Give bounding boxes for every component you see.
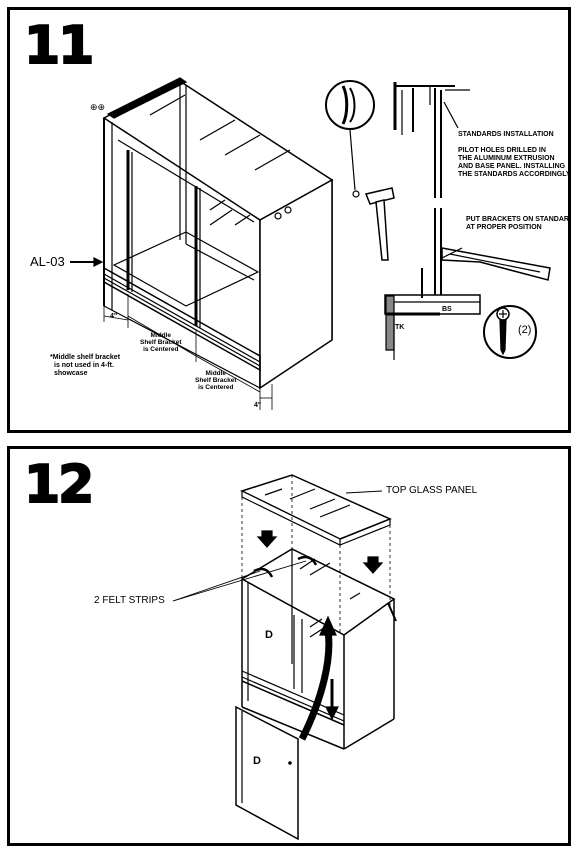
felt-strips-label: 2 FELT STRIPS: [94, 595, 165, 606]
standards-title: STANDARDS INSTALLATION: [458, 131, 554, 138]
dimension-right-label: 4": [254, 402, 262, 409]
middle-bracket-note-1: Middle Shelf Bracket is Centered: [140, 332, 182, 353]
middle-bracket-note-2: Middle Shelf Bracket is Centered: [195, 370, 237, 391]
footnote: *Middle shelf bracket is not used in 4-f…: [50, 354, 121, 377]
hammer-icon: [364, 187, 395, 261]
al03-label: AL-03: [30, 254, 65, 269]
brackets-note: PUT BRACKETS ON STANDARI AT PROPER POSIT…: [466, 216, 571, 231]
cabinet: [240, 548, 397, 750]
step-11-number: 11: [23, 16, 95, 76]
standards-note: PILOT HOLES DRILLED IN THE ALUMINUM EXTR…: [458, 147, 571, 178]
top-glass-panel: [239, 474, 392, 635]
door-letter-cabinet: D: [265, 629, 273, 641]
leader-lines: [172, 490, 383, 602]
step-12-number: 12: [23, 455, 95, 515]
svg-text:⊕⊕: ⊕⊕: [90, 102, 105, 112]
dimension-lines: [103, 294, 273, 410]
dimension-left-label: 4": [110, 313, 118, 320]
top-glass-label: TOP GLASS PANEL: [386, 485, 478, 496]
step-12-illustration: [172, 474, 397, 841]
loose-door: [235, 705, 299, 841]
standards-detail: [384, 82, 551, 360]
step-11-panel: 11: [7, 7, 571, 433]
door-letter-loose: D: [253, 755, 261, 767]
screw-quantity: (2): [518, 324, 532, 336]
base-code-label: BS: [442, 306, 452, 313]
step-11-illustration: ⊕⊕: [70, 77, 551, 410]
al03-arrow: [70, 257, 104, 267]
step-12-panel: 12: [7, 446, 571, 846]
tk-code-label: TK: [395, 324, 405, 331]
detail-circle-bracket: [325, 80, 375, 198]
showcase-cabinet: ⊕⊕: [90, 77, 334, 390]
